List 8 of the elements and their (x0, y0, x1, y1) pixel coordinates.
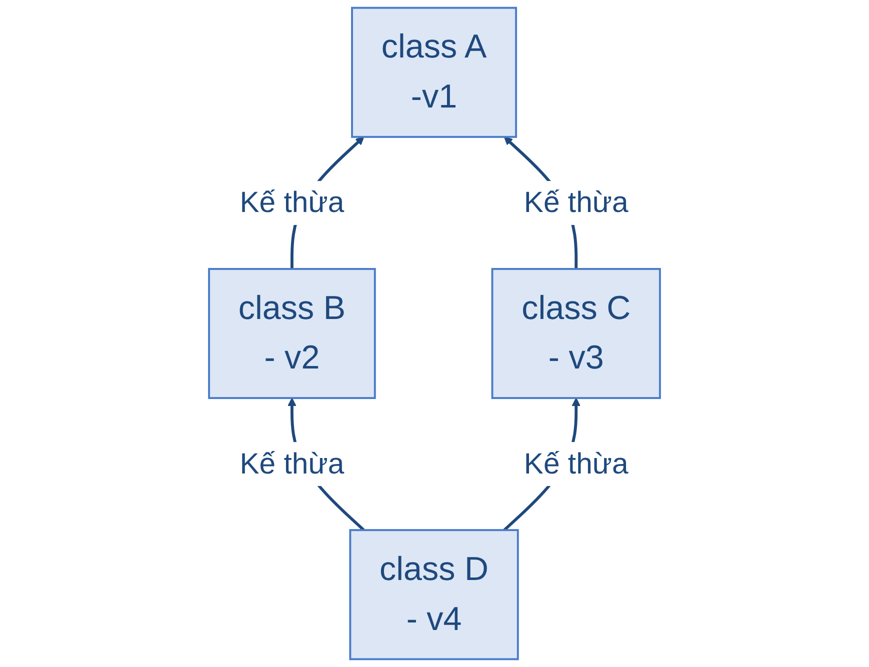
edge-label: Kế thừa (240, 186, 344, 220)
node-box: class D - v4 (349, 529, 519, 660)
node-box: class B - v2 (208, 268, 376, 400)
node-box: class A -v1 (351, 6, 518, 138)
edge-label: Kế thừa (524, 186, 628, 220)
node-box: class C - v3 (491, 268, 661, 400)
edge-label: Kế thừa (240, 448, 344, 480)
edge-label: Kế thừa (524, 448, 628, 480)
